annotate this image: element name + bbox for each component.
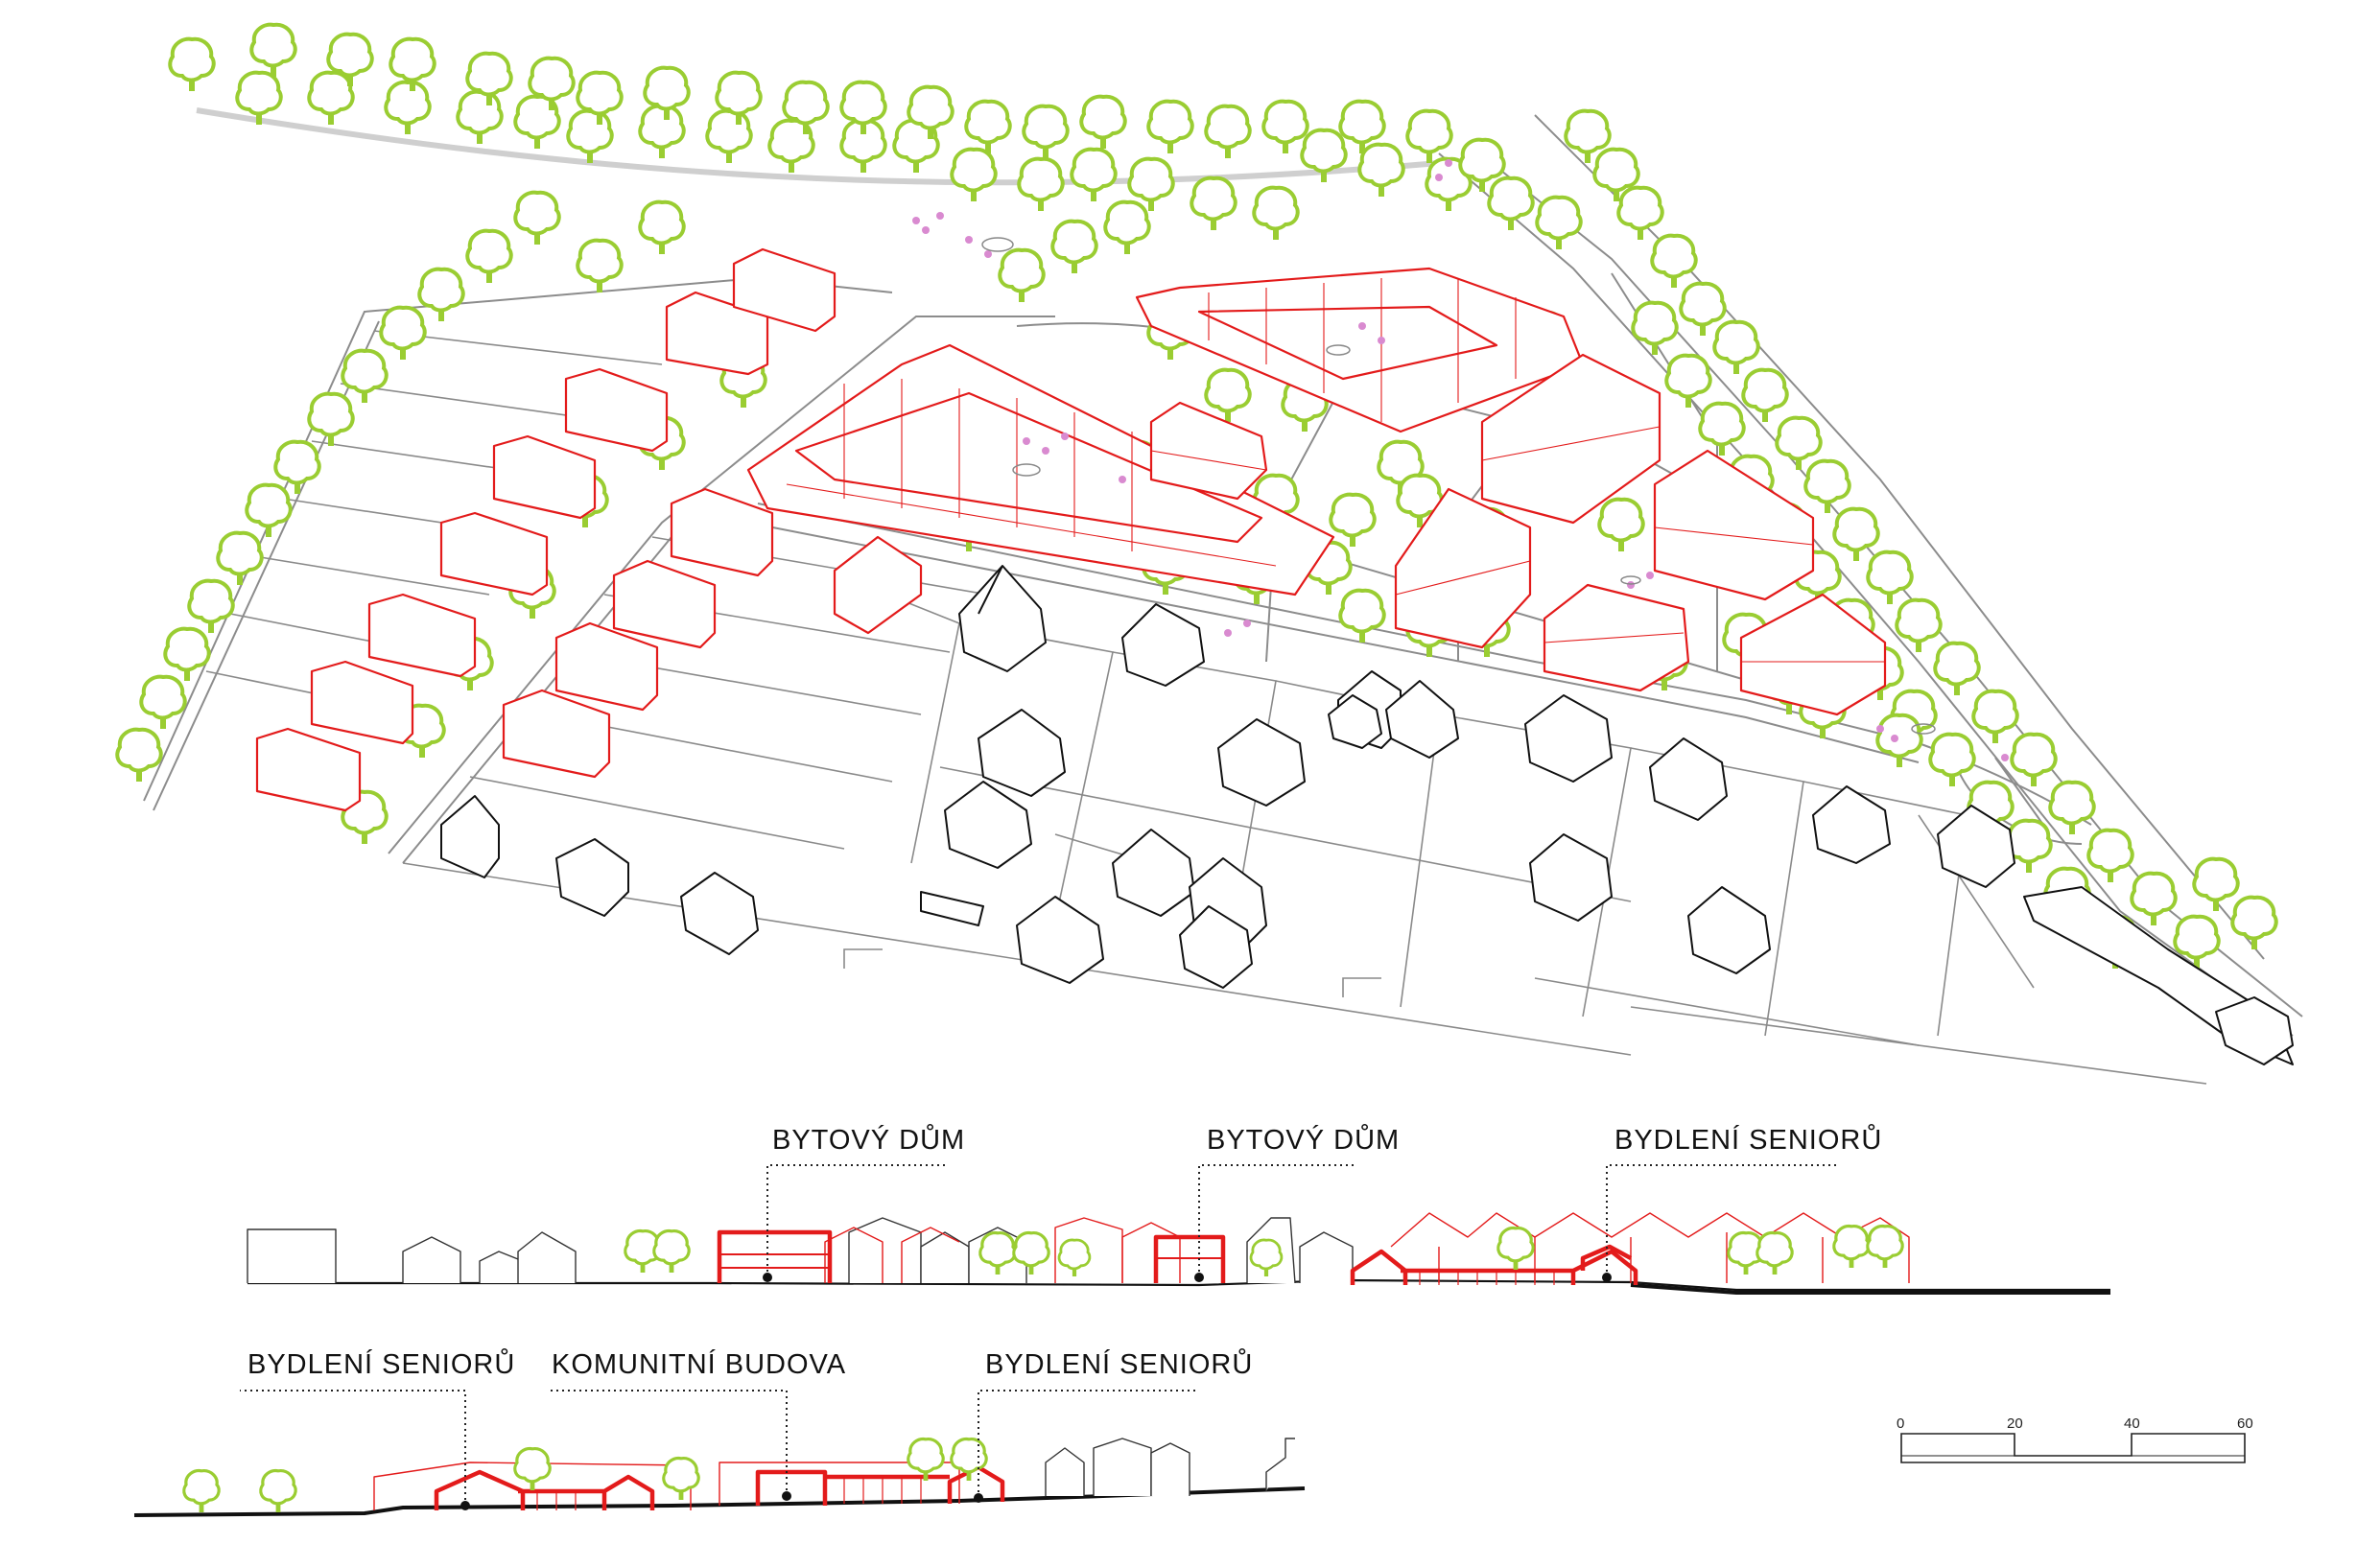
label-bytovy-dum-1: BYTOVÝ DŮM	[772, 1123, 965, 1156]
section-1: BYTOVÝ DŮM BYTOVÝ DŮM BYDLENÍ SENIORŮ	[247, 1123, 2110, 1295]
section-1-leaders	[766, 1164, 1837, 1277]
playground-features	[981, 237, 1936, 735]
scale-tick-0: 0	[1897, 1415, 1904, 1432]
label-bydleni-senioru-3: BYDLENÍ SENIORŮ	[985, 1347, 1253, 1380]
scale-bar: 0 20 40 60	[1897, 1415, 2253, 1463]
section-2-cut-buildings	[434, 1464, 1005, 1510]
people	[912, 159, 2009, 761]
label-bydleni-senioru-2: BYDLENÍ SENIORŮ	[247, 1347, 515, 1380]
site-plan	[115, 22, 2303, 1085]
scale-tick-40: 40	[2124, 1415, 2140, 1432]
scale-tick-20: 20	[2007, 1415, 2023, 1432]
new-buildings	[255, 247, 1887, 812]
scale-tick-60: 60	[2237, 1415, 2253, 1432]
label-komunitni-budova: KOMUNITNÍ BUDOVA	[552, 1348, 846, 1380]
section-2: BYDLENÍ SENIORŮ KOMUNITNÍ BUDOVA BYDLENÍ…	[133, 1347, 1306, 1517]
label-bytovy-dum-2: BYTOVÝ DŮM	[1207, 1123, 1400, 1156]
label-bydleni-senioru-1: BYDLENÍ SENIORŮ	[1614, 1123, 1882, 1156]
section-1-cut-buildings	[717, 1229, 1638, 1285]
section-2-leaders	[240, 1390, 1199, 1506]
existing-houses	[440, 565, 2294, 1065]
